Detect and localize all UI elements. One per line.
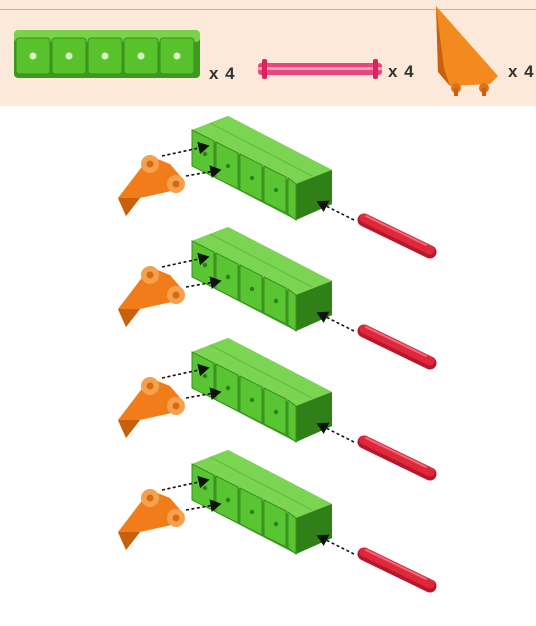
green-cube-bar [192, 116, 332, 220]
green-cube-bar-part [12, 28, 202, 80]
parts-list-panel: x 4 x 4 x 4 [0, 0, 536, 106]
orange-fin [118, 266, 185, 327]
green-cube-bar [192, 450, 332, 554]
orange-fin-part [428, 2, 504, 98]
green-cube-bar [192, 338, 332, 442]
orange-fin-quantity: x 4 [508, 62, 535, 82]
orange-fin [118, 489, 185, 550]
red-axle-quantity: x 4 [388, 62, 415, 82]
orange-fin [118, 377, 185, 438]
orange-fin [118, 155, 185, 216]
assembly-step-4 [0, 446, 536, 626]
green-cube-bar-quantity: x 4 [209, 64, 236, 84]
red-axle-part [254, 56, 386, 82]
green-cube-bar [192, 227, 332, 331]
red-axle [364, 550, 430, 586]
